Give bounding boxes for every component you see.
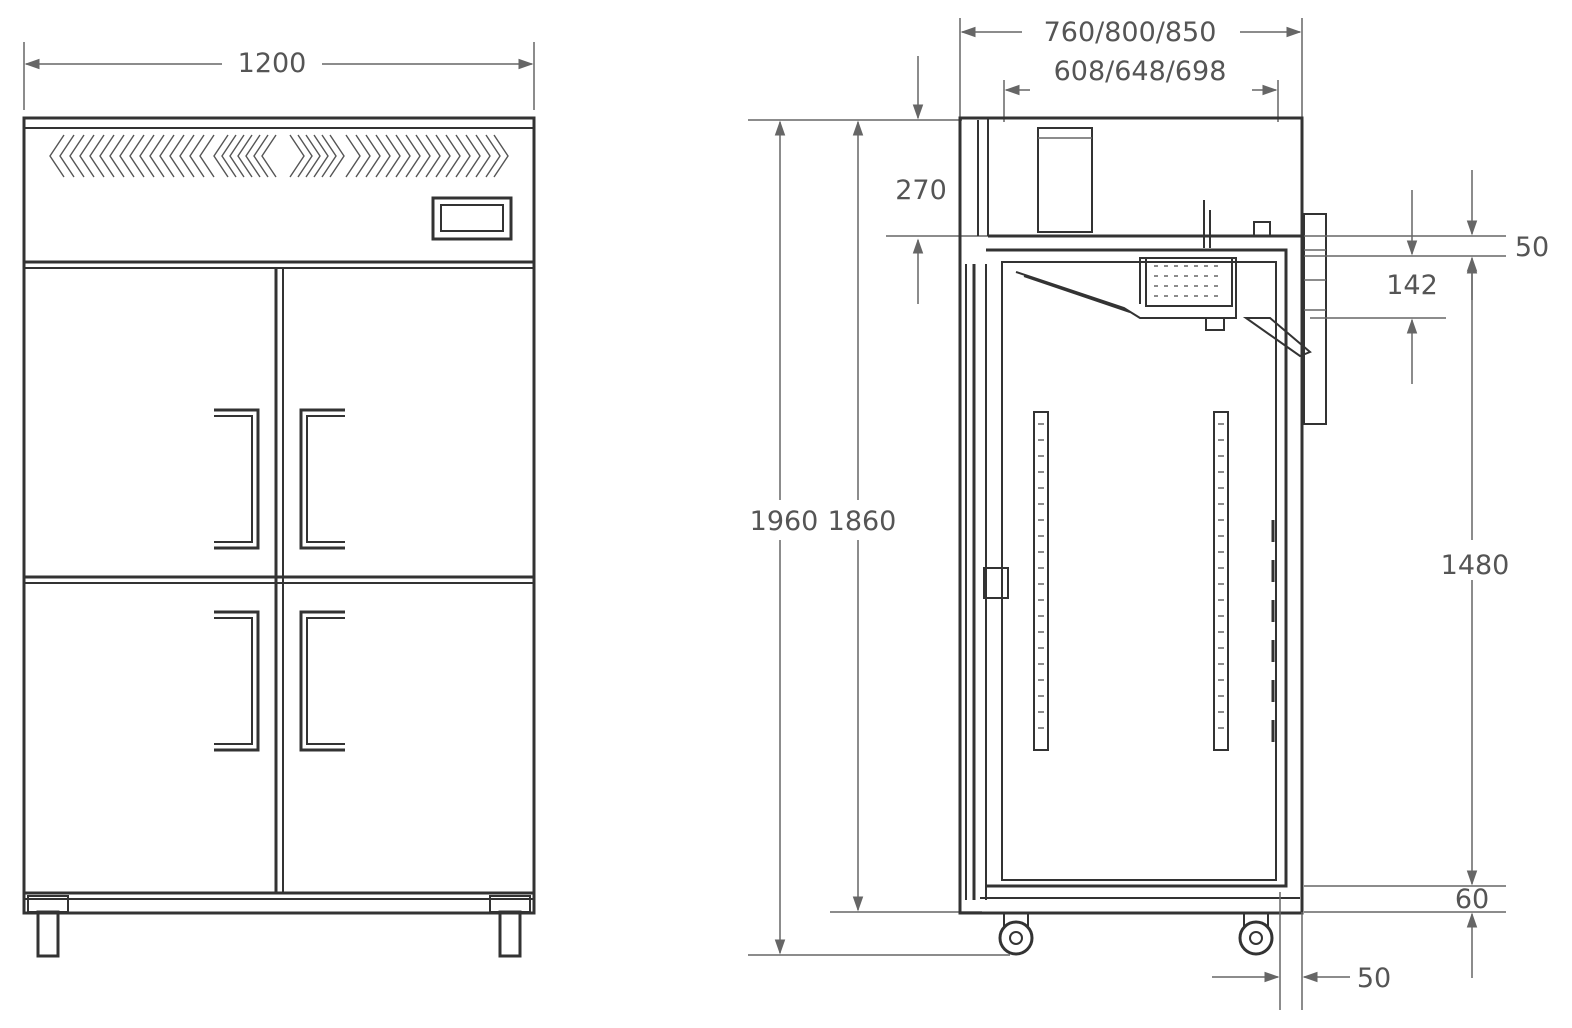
side-panel-height-dimension: 142 — [1310, 190, 1446, 384]
side-bottom-clearance-dimension: 60 — [1304, 884, 1506, 978]
side-top-unit-dimension: 270 — [886, 56, 990, 304]
side-height-1480-dimension: 1480 — [1441, 258, 1510, 886]
side-depth-dimension: 760/800/850 — [959, 17, 1303, 118]
front-door-handles — [214, 408, 345, 752]
front-vent-grille — [49, 134, 509, 178]
front-view: 1200 — [22, 42, 536, 958]
front-width-dimension: 1200 — [23, 42, 535, 110]
side-panel-height-label: 142 — [1386, 270, 1438, 301]
side-bottom-clearance-label: 60 — [1455, 884, 1489, 915]
front-control-display — [431, 196, 513, 241]
front-casters — [27, 895, 531, 958]
side-rear-offset-dimension: 50 — [1212, 892, 1391, 1010]
side-height-1480-label: 1480 — [1441, 550, 1510, 581]
front-cabinet-body — [22, 116, 536, 915]
side-total-height-label: 1960 — [750, 506, 819, 537]
front-width-label: 1200 — [238, 48, 307, 79]
side-rear-offset-label: 50 — [1357, 963, 1391, 994]
front-doors — [24, 268, 534, 900]
side-cabinet-body — [958, 116, 1327, 956]
side-total-height-dimension: 1960 — [748, 119, 1010, 956]
side-body-height-dimension: 1860 — [828, 120, 982, 913]
side-inner-depth-label: 608/648/698 — [1054, 56, 1227, 87]
side-inner-depth-dimension: 608/648/698 — [1003, 56, 1279, 122]
side-view: 760/800/850 608/648/698 1960 1860 — [748, 17, 1549, 1010]
side-depth-label: 760/800/850 — [1044, 17, 1217, 48]
side-body-height-label: 1860 — [828, 506, 897, 537]
side-top-unit-label: 270 — [895, 175, 947, 206]
side-top-offset-label: 50 — [1515, 232, 1549, 263]
